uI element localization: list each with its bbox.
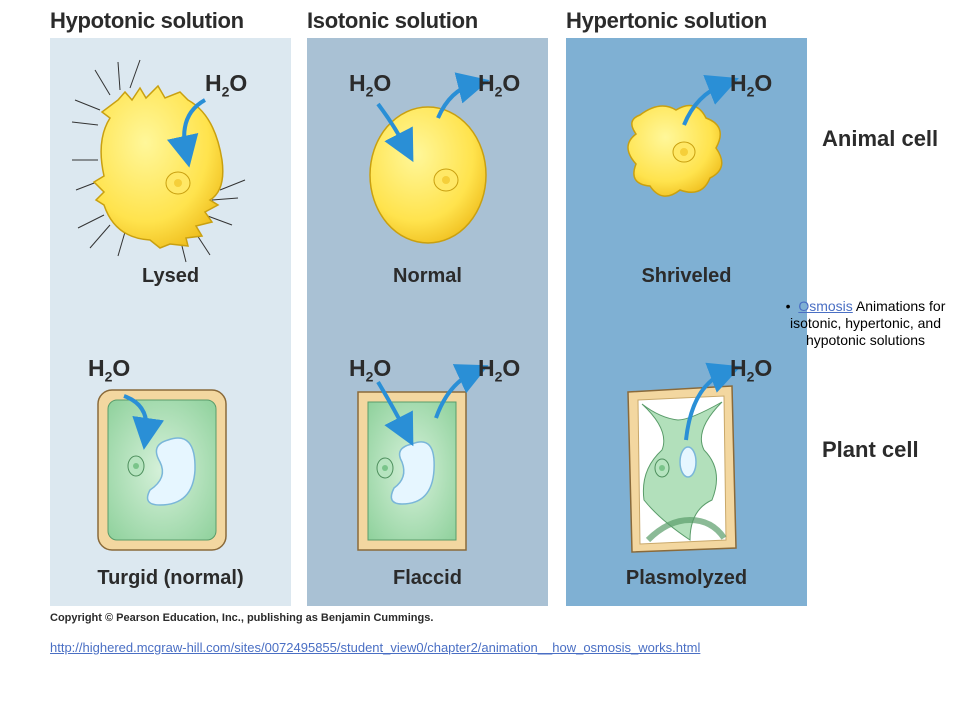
row-label-plant-cell: Plant cell xyxy=(822,437,919,462)
shriveled-animal-cell xyxy=(627,104,723,197)
h2o-label: H2O xyxy=(88,355,131,385)
bullet-dot: • xyxy=(785,298,799,314)
h2o-label: H2O xyxy=(730,355,773,385)
row-label-animal-cell: Animal cell xyxy=(822,126,939,151)
title-isotonic: Isotonic solution xyxy=(307,8,478,33)
animation-url-link[interactable]: http://highered.mcgraw-hill.com/sites/00… xyxy=(50,640,701,655)
flaccid-plant-cell xyxy=(357,391,467,551)
label-lysed: Lysed xyxy=(141,265,200,287)
normal-animal-cell xyxy=(369,106,487,244)
label-normal: Normal xyxy=(393,265,462,287)
copyright-text: Copyright © Pearson Education, Inc., pub… xyxy=(50,612,434,624)
h2o-label: H2O xyxy=(730,70,773,100)
water-flow-arrows xyxy=(123,72,741,450)
h2o-label: H2O xyxy=(478,355,521,385)
lysed-animal-cell xyxy=(71,59,246,263)
label-turgid: Turgid (normal) xyxy=(97,567,244,589)
h2o-label: H2O xyxy=(349,355,392,385)
plasmolyzed-plant-cell xyxy=(627,385,737,553)
title-hypotonic: Hypotonic solution xyxy=(50,8,244,33)
title-hypertonic: Hypertonic solution xyxy=(566,8,767,33)
h2o-label: H2O xyxy=(478,70,521,100)
h2o-label: H2O xyxy=(205,70,248,100)
bullet-description: Animations for isotonic, hypertonic, and… xyxy=(790,298,946,348)
h2o-label: H2O xyxy=(349,70,392,100)
turgid-plant-cell xyxy=(97,389,227,551)
label-shriveled: Shriveled xyxy=(641,265,732,287)
osmosis-link[interactable]: Osmosis xyxy=(798,298,853,314)
label-plasmolyzed: Plasmolyzed xyxy=(625,567,748,589)
label-flaccid: Flaccid xyxy=(393,567,462,589)
osmosis-bullet: • Osmosis Animations for isotonic, hyper… xyxy=(778,298,953,349)
